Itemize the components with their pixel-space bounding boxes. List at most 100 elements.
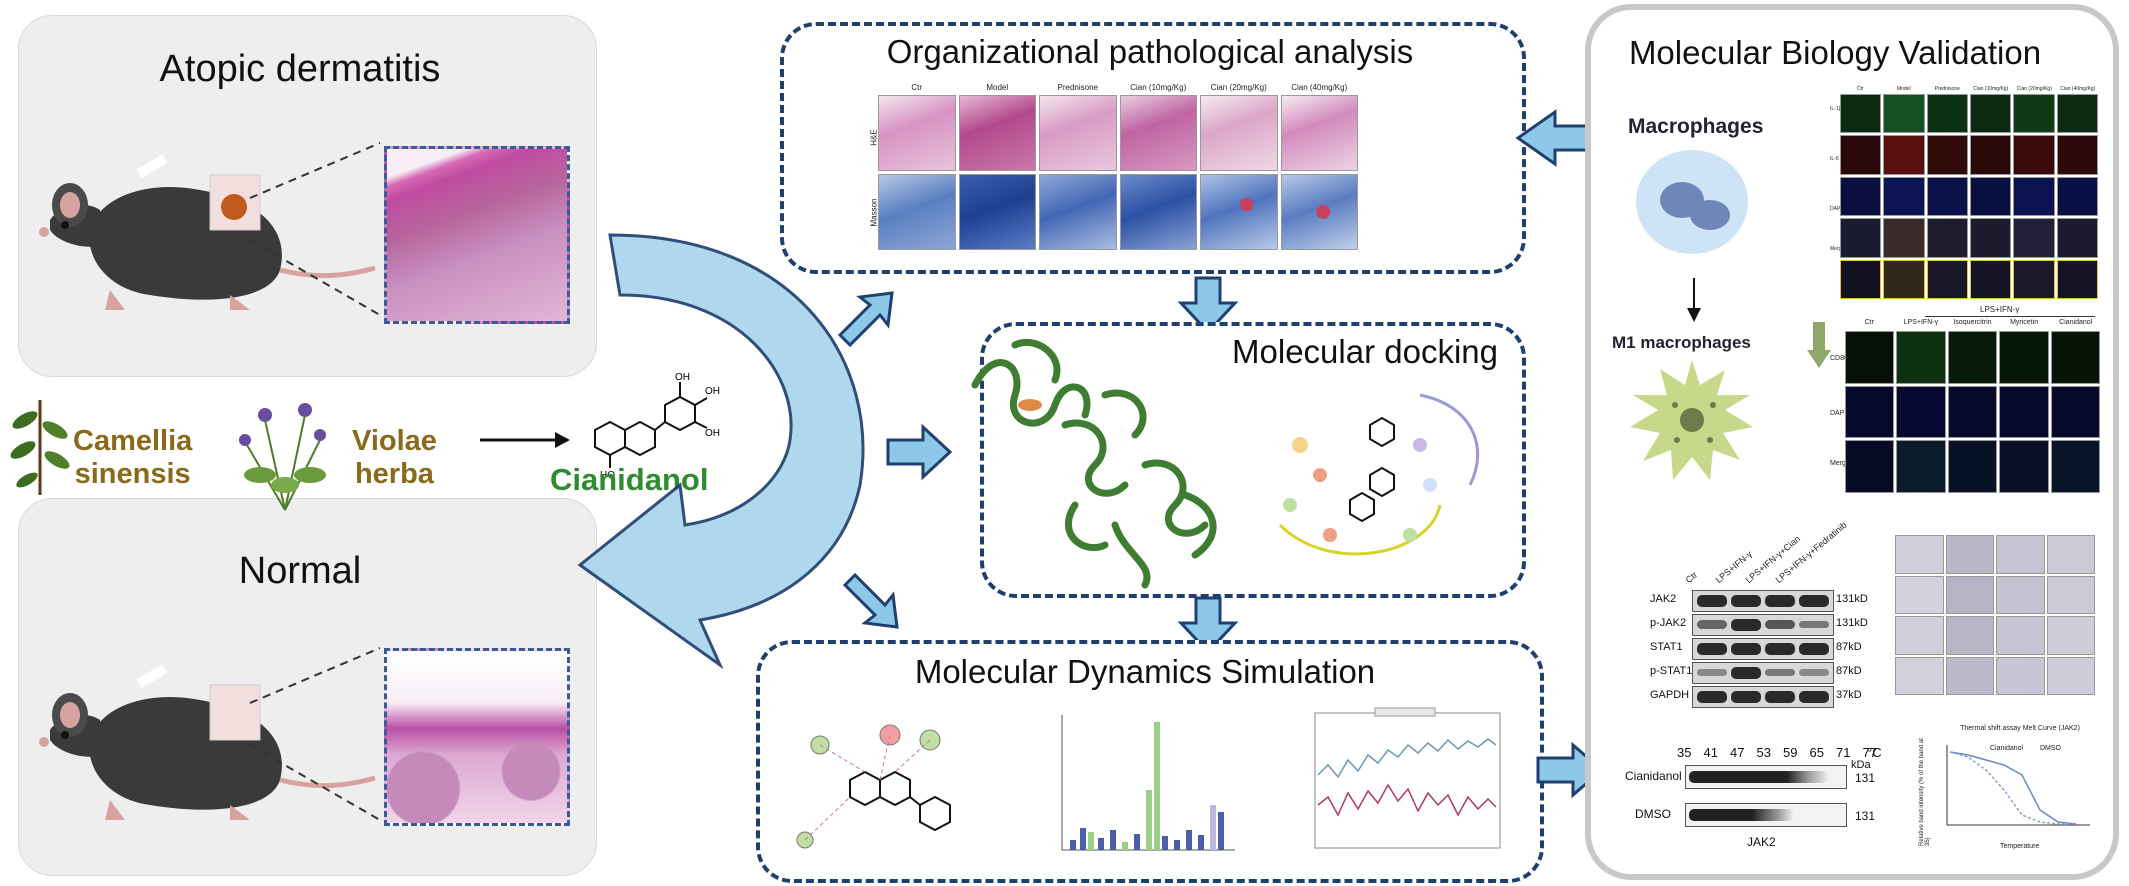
cetsa-strip bbox=[1685, 803, 1847, 827]
macrophages-label: Macrophages bbox=[1628, 115, 1764, 138]
if-tile bbox=[1969, 218, 2012, 258]
melt-ylabel: Relative band intensity (% of the band a… bbox=[1919, 738, 1931, 846]
svg-text:OH: OH bbox=[705, 386, 720, 397]
wb-band bbox=[1765, 691, 1795, 703]
if-tile bbox=[2050, 440, 2100, 493]
arrow-histology-to-docking bbox=[1178, 276, 1238, 335]
masson-image bbox=[1039, 174, 1117, 250]
cetsa-temps: 35 41 47 53 59 65 71 77 bbox=[1677, 745, 1877, 760]
ihc-tile bbox=[1996, 575, 2045, 614]
normal-title: Normal bbox=[238, 550, 362, 592]
cetsa-temp: 59 bbox=[1783, 745, 1798, 760]
if-tile bbox=[1896, 331, 1946, 384]
he-image bbox=[1039, 95, 1117, 171]
ihc-tile bbox=[1945, 535, 1994, 574]
svg-text:OH: OH bbox=[705, 428, 720, 439]
wb-row: GAPDH 37kD bbox=[1640, 686, 1875, 708]
ihc-tile bbox=[2046, 616, 2095, 655]
wb-band bbox=[1697, 643, 1727, 655]
m1-macrophages-label: M1 macrophages bbox=[1612, 333, 1751, 352]
masson-image bbox=[878, 174, 956, 250]
if-cell-col-headers: Ctr LPS+IFN-γ Isoquercitrin Myricetin Ci… bbox=[1845, 319, 2100, 326]
ihc-tile bbox=[1895, 656, 1944, 695]
if-tile bbox=[2013, 218, 2055, 258]
cetsa-temp: 41 bbox=[1703, 745, 1718, 760]
ihc-tile bbox=[1895, 575, 1944, 614]
if-tile bbox=[1840, 94, 1882, 134]
if-tile bbox=[1845, 331, 1895, 384]
plant-label-violae: Violae herba bbox=[352, 425, 437, 490]
if-tissue-image-grid bbox=[1840, 94, 2098, 299]
if-cell-row-label: DAPI bbox=[1830, 410, 1847, 417]
if-cell-col-label: Myricetin bbox=[2010, 319, 2039, 326]
ihc-tile bbox=[2046, 575, 2095, 614]
md-trajectory-plot bbox=[1314, 707, 1501, 849]
wb-protein-label: p-JAK2 bbox=[1650, 617, 1687, 629]
wb-band bbox=[1731, 619, 1761, 631]
histology-col-label: Cian (40mg/Kg) bbox=[1291, 83, 1348, 92]
cetsa-kd-label: 131 bbox=[1855, 771, 1876, 785]
histology-col-headers: Ctr Model Prednisone Cian (10mg/Kg) Cian… bbox=[878, 83, 1358, 92]
if-tissue-row-label: IL-1β bbox=[1830, 106, 1842, 112]
he-image bbox=[1200, 95, 1278, 171]
histology-figure: Ctr Model Prednisone Cian (10mg/Kg) Cian… bbox=[870, 83, 1360, 253]
mouse-illustration-ad bbox=[39, 154, 376, 310]
workflow-arc-arrow bbox=[577, 233, 865, 670]
if-tile bbox=[1947, 440, 1998, 493]
if-tissue-col-label: Model bbox=[1896, 86, 1911, 92]
if-tissue-row-label: IL-6 bbox=[1830, 156, 1839, 162]
if-cell-image-grid bbox=[1845, 331, 2100, 493]
mouse-illustration-normal bbox=[39, 664, 376, 820]
masson-image bbox=[958, 174, 1036, 250]
ihc-tile bbox=[1945, 656, 1994, 695]
wb-band bbox=[1697, 691, 1727, 703]
if-tile bbox=[1926, 176, 1968, 217]
ad-skin-micrograph bbox=[384, 146, 570, 324]
if-tile bbox=[1883, 94, 1925, 134]
ihc-tile bbox=[1996, 656, 2045, 695]
if-tile bbox=[2056, 94, 2098, 134]
he-image bbox=[878, 95, 956, 171]
wb-band bbox=[1765, 643, 1795, 655]
wb-strip bbox=[1692, 686, 1834, 708]
if-tile bbox=[1896, 385, 1946, 439]
atopic-dermatitis-title: Atopic dermatitis bbox=[159, 48, 441, 90]
if-tile bbox=[2056, 218, 2098, 258]
wb-col-headers: Ctr LPS+IFN-γ LPS+IFN-γ+Cian LPS+IFN-γ+F… bbox=[1684, 520, 1849, 585]
if-tile bbox=[1947, 385, 1998, 439]
ihc-tile bbox=[1945, 616, 1994, 655]
if-cell-col-label: Isoquercitrin bbox=[1953, 319, 1992, 326]
cetsa-row-label: Cianidanol bbox=[1625, 769, 1682, 783]
melt-title: Thermal shift assay Melt Curve (JAK2) bbox=[1960, 725, 2080, 732]
wb-band bbox=[1697, 669, 1727, 676]
if-tile bbox=[1999, 385, 2049, 439]
if-tile bbox=[2050, 385, 2100, 439]
if-tile bbox=[1840, 135, 1882, 175]
he-image bbox=[1119, 95, 1197, 171]
wb-strip bbox=[1692, 638, 1834, 660]
wb-band bbox=[1799, 595, 1829, 607]
if-tissue-col-headers: Ctr Model Prednisone Cian (10mg/Kg) Cian… bbox=[1840, 86, 2098, 92]
if-tissue-col-label: Prednisone bbox=[1934, 86, 1960, 92]
cetsa-temp: 53 bbox=[1756, 745, 1771, 760]
wb-kd-label: 131kD bbox=[1836, 593, 1868, 605]
if-tile bbox=[2056, 259, 2098, 299]
he-image bbox=[1280, 95, 1358, 171]
if-tissue-col-label: Cian (20mg/Kg) bbox=[2016, 86, 2052, 92]
wb-band bbox=[1799, 621, 1829, 628]
zoom-lines-normal bbox=[249, 647, 381, 821]
md-interaction-2d-diagram bbox=[796, 724, 951, 849]
if-tile bbox=[2050, 331, 2100, 384]
if-cell-header: LPS+IFN-γ bbox=[1980, 305, 2020, 314]
m1-down-arrow-icon bbox=[1807, 322, 1831, 368]
melt-legend-item: Cianidanol bbox=[1990, 745, 2024, 752]
if-tile bbox=[1969, 176, 2012, 217]
normal-skin-micrograph bbox=[384, 648, 570, 826]
wb-band bbox=[1731, 691, 1761, 703]
arrow-to-md bbox=[842, 572, 899, 629]
wb-protein-label: p-STAT1 bbox=[1650, 665, 1693, 677]
ihc-tile bbox=[1996, 535, 2045, 574]
docking-title: Molecular docking bbox=[1232, 333, 1498, 370]
if-tile bbox=[1926, 218, 1968, 258]
if-tile bbox=[1840, 176, 1882, 217]
